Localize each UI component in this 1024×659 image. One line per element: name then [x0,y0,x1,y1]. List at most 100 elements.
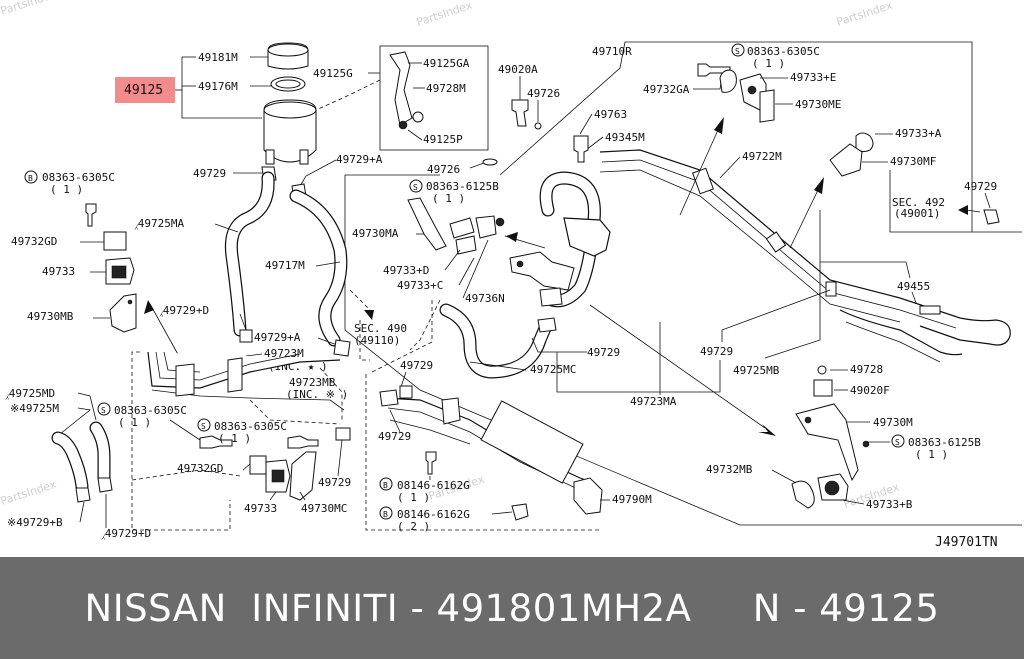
label-49717M: 49717M [265,259,305,272]
label-49125G: 49125G [313,67,353,80]
label-49729-top: 49729 [193,167,226,180]
label-08363-6125B-c: 08363-6125B [426,180,499,193]
label-49733E: 49733+E [790,71,836,84]
cooler-icon [480,400,584,484]
label-SEC490: SEC. 490 [354,322,407,335]
qty-label: ( 2 ) [397,520,430,533]
label-49176M: 49176M [198,80,238,93]
label-49730MF: 49730MF [890,155,936,168]
parts-diagram: PartsIndex PartsIndex PartsIndex PartsIn… [0,0,1022,550]
label-SEC492-sub: (49001) [894,207,940,220]
highlight-box [115,77,175,103]
label-49732GD: 49732GD [11,235,57,248]
svg-text:B: B [28,174,33,183]
diagram-code: J49701TN [935,535,998,550]
label-49455: 49455 [897,280,930,293]
svg-text:S: S [895,438,900,447]
label-49723M: 49723M [264,347,304,360]
bracket-icon [289,451,317,501]
qty-label: ( 1 ) [118,416,151,429]
footer-text: NISSAN INFINITI - 491801MH2A N - 49125 [84,586,940,630]
bolt-icon [511,503,529,521]
svg-text:S: S [413,183,418,192]
label-SEC492: SEC. 492 [892,196,945,209]
label-49020A: 49020A [498,63,538,76]
label-49790M: 49790M [612,493,652,506]
label-49729A-mid: 49729+A [254,331,301,344]
bolt-icon [511,99,529,127]
label-49725MD: ⁁49725MD [5,387,55,400]
label-08363-6305C-m: 08363-6305C [114,404,187,417]
label-08146-6162G-b: 08146-6162G [397,508,470,521]
bracket-icon [795,403,859,482]
label-08363-6305C-m2: 08363-6305C [214,420,287,433]
upper-outline [499,41,1022,233]
label-49733: 49733 [42,265,75,278]
label-49125GA: 49125GA [423,57,470,70]
pressure-switch-icon [573,135,589,163]
label-49723MB-inc: (INC. ※ ) [286,388,348,401]
label-49732MB: 49732MB [706,463,753,476]
label-49725MB: 49725MB [733,364,780,377]
label-49725MC: 49725MC [530,363,576,376]
label-49730MC: 49730MC [301,502,347,515]
label-49730M: 49730M [873,416,913,429]
qty-label: ( 1 ) [752,57,785,70]
label-49710R: 49710R [592,45,632,58]
label-49729-c2: 49729 [700,345,733,358]
clamp-icon [719,69,737,93]
label-08146-6162G-a: 08146-6162G [397,479,470,492]
watermark: PartsIndex [0,0,58,18]
bolt-icon [425,451,437,475]
label-49020F: 49020F [850,384,890,397]
label-49723MA: 49723MA [630,395,677,408]
highlight-part-number: 49125 [124,83,163,98]
bracket-icon [109,293,137,333]
label-08363-6125B-r: 08363-6125B [908,436,981,449]
screw-symbol [731,43,745,57]
svg-text:S: S [735,47,740,56]
label-08363-6305C-l: 08363-6305C [42,171,115,184]
label-49722M: 49722M [742,150,782,163]
qty-label: ( 1 ) [915,448,948,461]
label-08363-6305C-tr: 08363-6305C [747,45,820,58]
qty-label: ( 1 ) [397,491,430,504]
label-49733D: 49733+D [383,264,429,277]
bracket-icon [407,197,447,251]
label-49736N: 49736N [465,292,505,305]
label-49726-a: 49726 [527,87,560,100]
qty-label: ( 1 ) [432,192,465,205]
label-49729A-top: 49729+A [336,153,383,166]
pump-pipe [563,217,611,257]
label-49732GD-2: 49732GD [177,462,223,475]
low-pressure-line [147,351,341,389]
label-49723MB: 49723MB [289,376,336,389]
label-49725M: ※49725M [10,402,59,415]
bracket-detail-box [379,45,489,151]
bracket-icon [829,143,863,177]
high-pressure-line [599,149,1011,346]
watermark: PartsIndex [415,0,474,29]
label-49729-c1: 49729 [587,346,620,359]
main-outline [344,174,1022,526]
label-49345M: 49345M [605,131,645,144]
label-49732GA: 49732GA [643,83,690,96]
label-SEC490-sub: (49110) [354,334,400,347]
svg-text:B: B [383,481,388,490]
label-49730MB: 49730MB [27,310,74,323]
label-49733A: 49733+A [895,127,942,140]
watermark: PartsIndex [0,477,58,507]
label-49733-bottom: 49733 [244,502,277,515]
label-49729-mid: 49729 [400,359,433,372]
bolt-icon [287,435,319,449]
label-49728M: 49728M [426,82,466,95]
bracket-icon [389,51,413,126]
clamp-icon [855,132,874,153]
pump-bracket-icon [509,251,575,291]
label-49729-low2: 49729 [378,430,411,443]
clip-icon [983,209,1000,225]
label-49728: 49728 [850,363,883,376]
qty-label: ( 1 ) [218,432,251,445]
watermark: PartsIndex [835,0,894,29]
label-49733C: 49733+C [397,279,443,292]
